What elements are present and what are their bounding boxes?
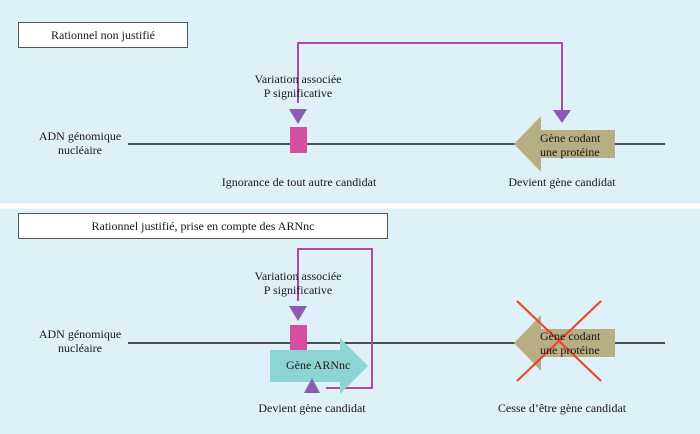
protein-gene-arrow-1 <box>514 116 615 172</box>
protein-gene-label-1-line1: Gène codant <box>540 131 601 145</box>
panel-1-heading-text: Rationnel non justifié <box>51 27 155 42</box>
panel-2-heading: Rationnel justifié, prise en compte des … <box>18 213 388 239</box>
dna-label-1-line2: nucléaire <box>58 143 102 157</box>
cross-line-b <box>516 300 602 382</box>
protein-gene-label-1: Gène codant une protéine <box>540 131 600 159</box>
protein-gene-label-2-line2: une protéine <box>540 343 600 357</box>
variant-label-1: Variation associée P significative <box>236 72 360 100</box>
dna-label-1: ADN génomique nucléaire <box>28 129 132 157</box>
connector-2 <box>297 248 373 389</box>
variant-caption-1: Ignorance de tout autre candidat <box>221 175 377 189</box>
panel-2-heading-text: Rationnel justifié, prise en compte des … <box>91 218 315 233</box>
dna-label-2-line2: nucléaire <box>58 341 102 355</box>
dna-label-2: ADN génomique nucléaire <box>28 327 132 355</box>
variant-marker-1 <box>289 109 307 124</box>
ncrna-gene-label: Gène ARNnc <box>286 358 351 372</box>
variant-square-2 <box>290 325 307 350</box>
gene-caption-1: Devient gène candidat <box>508 175 616 189</box>
dna-label-1-line1: ADN génomique <box>38 129 122 143</box>
variant-label-1-line1: Variation associée <box>254 72 342 86</box>
variant-square-1 <box>290 127 307 153</box>
panel-1-heading: Rationnel non justifié <box>18 22 188 48</box>
protein-gene-label-2: Gène codant une protéine <box>540 329 600 357</box>
protein-gene-arrow-2 <box>514 315 615 371</box>
gene-caption-2: Cesse d’être gène candidat <box>497 401 627 415</box>
variant-marker-2 <box>289 306 307 321</box>
ncrna-gene-arrow <box>270 338 368 394</box>
gene-marker-1 <box>553 110 571 123</box>
protein-gene-label-2-line1: Gène codant <box>540 329 601 343</box>
variant-label-2-line2: P significative <box>263 283 333 297</box>
variant-label-1-line2: P significative <box>263 86 333 100</box>
connector-1 <box>297 42 563 110</box>
variant-caption-2: Devient gène candidat <box>258 401 366 415</box>
protein-gene-label-1-line2: une protéine <box>540 145 600 159</box>
variant-label-2-line1: Variation associée <box>254 269 342 283</box>
variant-label-2: Variation associée P significative <box>236 269 360 297</box>
dna-label-2-line1: ADN génomique <box>38 327 122 341</box>
ncrna-marker <box>304 378 320 393</box>
